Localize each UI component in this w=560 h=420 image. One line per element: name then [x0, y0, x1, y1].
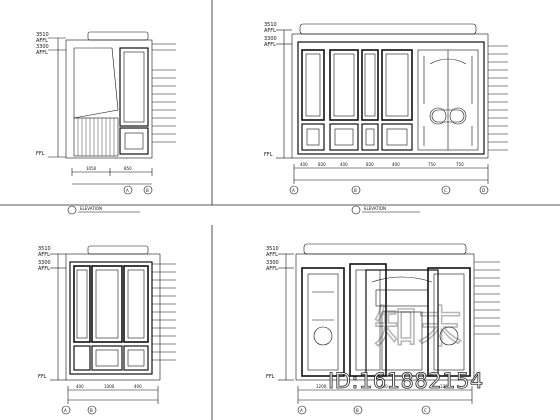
level-label: 3510: [36, 32, 49, 38]
dimension-text: 400: [340, 162, 348, 167]
grid-bubble-label: D: [482, 188, 485, 193]
elevation-view-2: 3510 AFFL 3300 AFFL FFL: [264, 22, 508, 215]
level-label: AFFL: [36, 50, 48, 56]
elevation-view-3: 3510 AFFL 3300 AFFL FFL: [38, 245, 176, 415]
grid-bubble-label: B: [146, 188, 149, 193]
level-label: 3300: [38, 260, 51, 266]
grid-bubble-label: A: [292, 188, 295, 193]
dimension-text: 400: [76, 384, 84, 389]
view-caption: ELEVATION: [67, 205, 140, 215]
level-label: AFFL: [38, 252, 50, 258]
level-label: AFFL: [264, 28, 276, 34]
grid-bubble-label: A: [64, 408, 67, 413]
dimension-text: 400: [134, 384, 142, 389]
dimension-text: 1200: [440, 384, 451, 389]
dimension-text: 1000: [104, 384, 115, 389]
elevation-view-4: 3510 AFFL 3300 AFFL FFL: [266, 243, 500, 415]
level-label: 3510: [38, 246, 51, 252]
level-label: AFFL: [38, 266, 50, 272]
dimension-text: 400: [300, 162, 308, 167]
level-label: FFL: [36, 151, 45, 157]
level-label: AFFL: [36, 38, 48, 44]
watermark-logo: 知末: [374, 302, 462, 353]
grid-bubble-label: B: [90, 408, 93, 413]
level-label: 3510: [266, 246, 279, 252]
dimension-text: 1200: [316, 384, 327, 389]
level-label: AFFL: [266, 266, 278, 272]
dimension-text: 1050: [86, 166, 97, 171]
dimension-text: 400: [380, 384, 388, 389]
level-label: 3300: [266, 260, 279, 266]
grid-bubble-label: B: [356, 408, 359, 413]
level-label: AFFL: [264, 42, 276, 48]
elevation-view-1: 3510 AFFL 3300 AFFL FFL: [36, 31, 176, 215]
level-label: AFFL: [266, 252, 278, 258]
level-label: 3510: [264, 22, 277, 28]
dimension-text: 750: [428, 162, 436, 167]
watermark-id: ID:161882154: [328, 369, 484, 393]
grid-bubble-label: B: [354, 188, 357, 193]
grid-bubble-label: A: [300, 408, 303, 413]
dimension-text: 750: [456, 162, 464, 167]
dimension-text: 830: [318, 162, 326, 167]
dimension-text: 830: [366, 162, 374, 167]
view-caption-text: ELEVATION: [364, 206, 386, 211]
level-label: 3300: [36, 44, 49, 50]
dimension-text: 850: [124, 166, 132, 171]
level-label: 3300: [264, 36, 277, 42]
grid-bubble-label: A: [126, 188, 129, 193]
grid-bubble-label: C: [444, 188, 447, 193]
level-label: FFL: [38, 374, 47, 380]
level-label: FFL: [266, 374, 275, 380]
level-marks: 3510 AFFL 3300 AFFL FFL: [36, 32, 49, 157]
view-caption: ELEVATION: [351, 205, 420, 215]
grid-bubble-label: C: [424, 408, 427, 413]
view-caption-text: ELEVATION: [80, 206, 102, 211]
watermark: 知末 ID:161882154: [328, 301, 484, 393]
level-label: FFL: [264, 152, 273, 158]
dimension-text: 400: [392, 162, 400, 167]
